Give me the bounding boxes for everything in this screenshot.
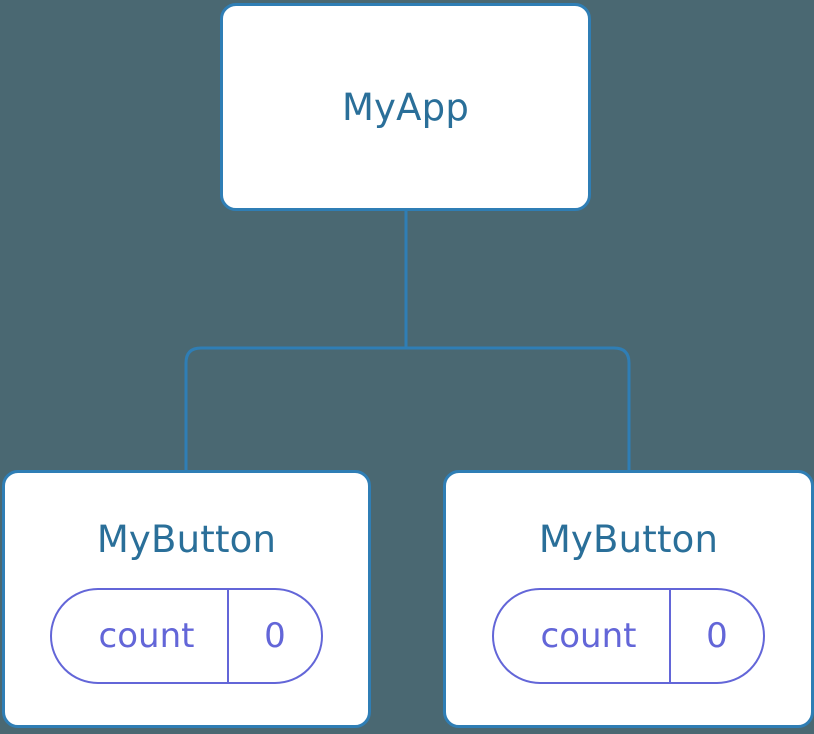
state-value: 0 [227, 590, 321, 682]
node-myapp[interactable]: MyApp [220, 3, 591, 211]
connector-to-child-left [184, 346, 406, 470]
state-key: count [540, 616, 637, 656]
node-title: MyButton [538, 518, 719, 561]
state-key: count [98, 616, 195, 656]
node-title: MyButton [96, 518, 277, 561]
node-mybutton-2[interactable]: MyButton count 0 [443, 470, 814, 728]
state-chip[interactable]: count 0 [492, 588, 765, 684]
state-value: 0 [669, 590, 763, 682]
state-chip[interactable]: count 0 [50, 588, 323, 684]
node-mybutton-1[interactable]: MyButton count 0 [2, 470, 371, 728]
connector-to-child-right [406, 346, 631, 470]
node-title: MyApp [341, 85, 470, 129]
